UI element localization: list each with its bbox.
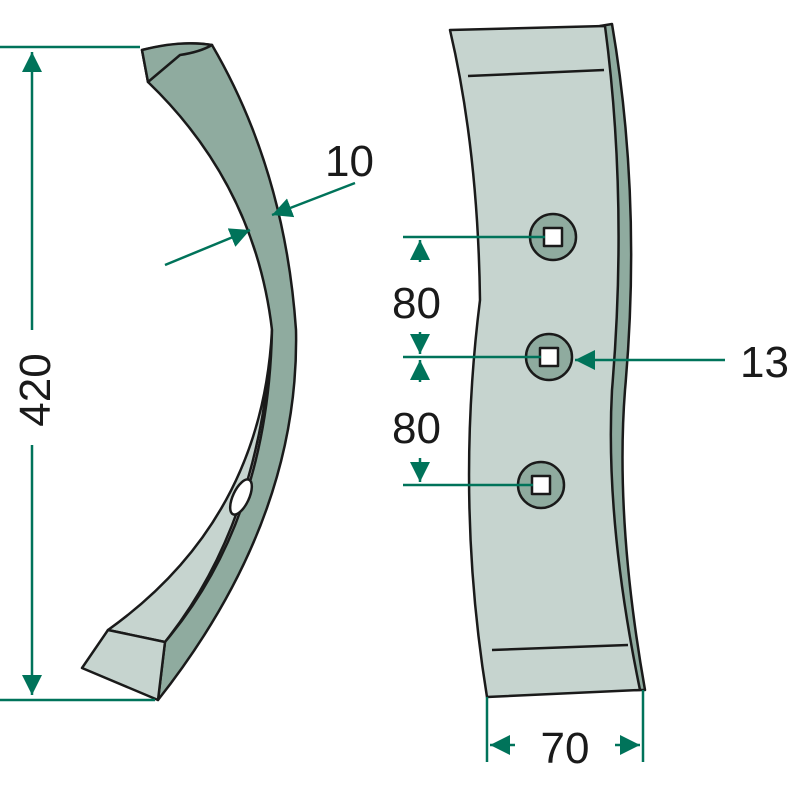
- blade-front-view: [448, 22, 647, 699]
- hole-spacing-2-label: 80: [392, 404, 441, 453]
- thickness-arrow-inner: [164, 228, 251, 267]
- hole-spacing-1-label: 80: [392, 279, 441, 328]
- bolt-hole-2: [524, 332, 574, 382]
- bolt-hole-3: [516, 460, 566, 510]
- blade-side-hole: [228, 478, 254, 516]
- height-label: 420: [11, 353, 60, 426]
- blade-top-bevel: [467, 68, 605, 78]
- blade-bottom-cap: [80, 628, 167, 702]
- blade-top-cap: [140, 42, 214, 84]
- width-label: 70: [541, 724, 590, 773]
- blade-bottom-bevel: [491, 643, 629, 652]
- hole-size-label: 13: [740, 338, 789, 387]
- thickness-label: 10: [325, 137, 374, 186]
- thickness-arrow-outer: [271, 181, 356, 218]
- blade-side-band: [140, 42, 298, 702]
- blade-side-view: [80, 42, 298, 702]
